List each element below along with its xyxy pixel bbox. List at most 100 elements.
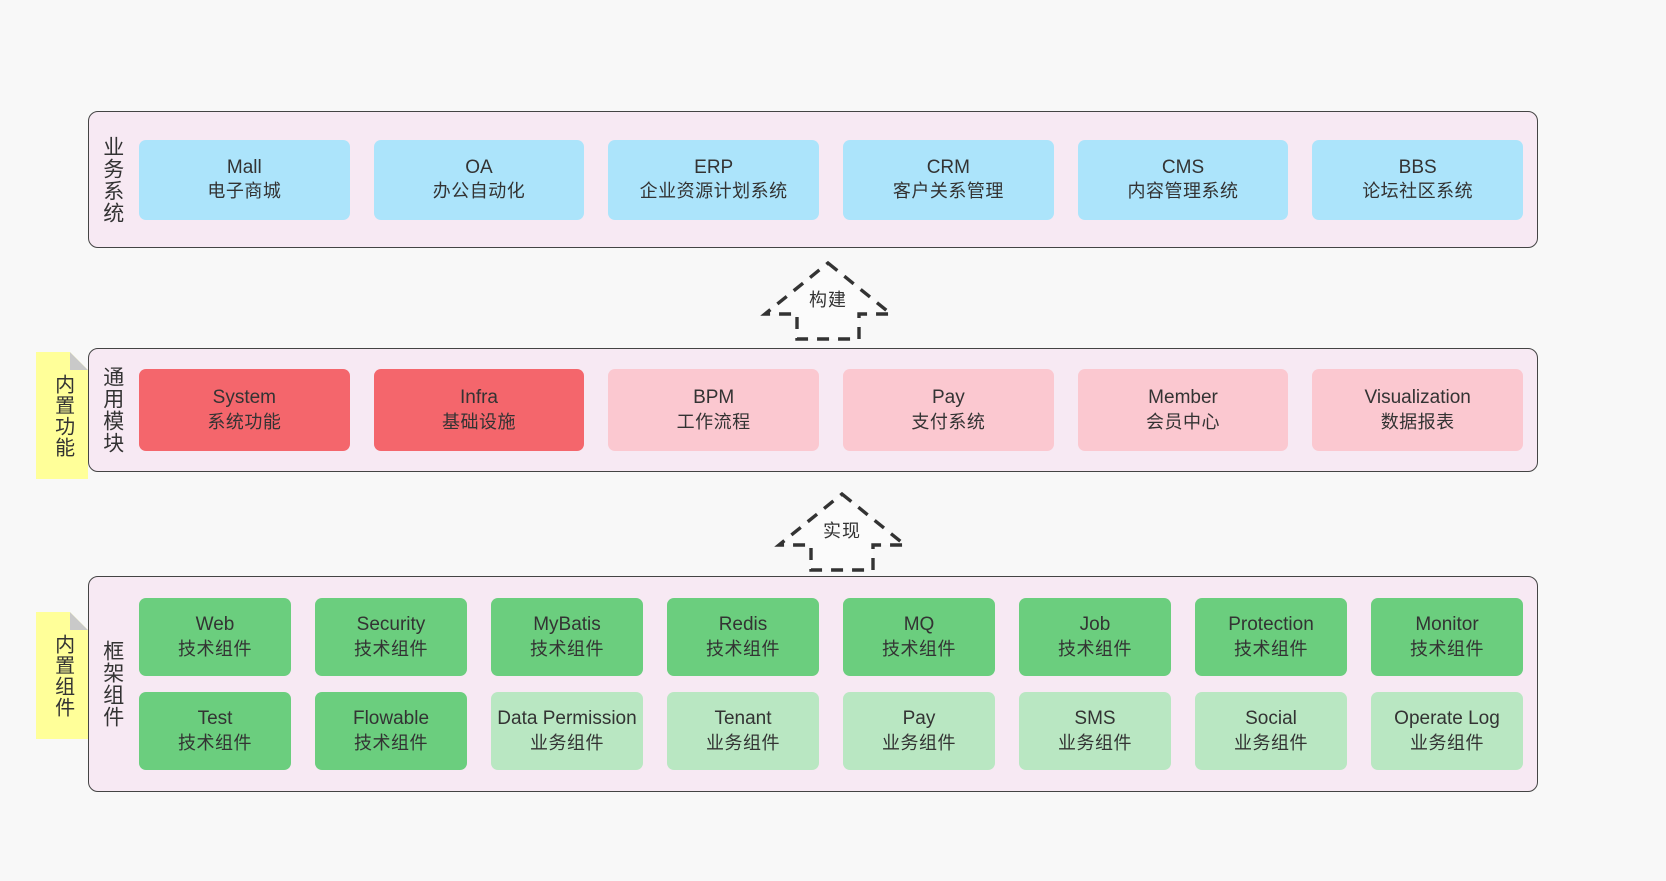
- card-subtitle: 技术组件: [354, 732, 428, 753]
- card-subtitle: 技术组件: [706, 638, 780, 659]
- card-subtitle: 业务组件: [882, 732, 956, 753]
- card-subtitle: 业务组件: [1234, 732, 1308, 753]
- card-title: Infra: [459, 387, 499, 409]
- card-subtitle: 支付系统: [911, 411, 986, 432]
- card-title: ERP: [694, 156, 734, 178]
- card-subtitle: 基础设施: [442, 411, 516, 432]
- card-subtitle: 业务组件: [706, 732, 780, 753]
- card-subtitle: 会员中心: [1146, 411, 1221, 432]
- card-subtitle: 技术组件: [530, 638, 604, 659]
- card-subtitle: 技术组件: [1058, 638, 1132, 659]
- card-title: Mall: [226, 156, 262, 178]
- builtin-component-sticky-label: 内置组件: [51, 633, 74, 718]
- sticky-fold-icon: [70, 612, 88, 630]
- business-system-layer-body: Mall 电子商城 OA 办公自动化 ERP 企业资源计划系统 CRM 客户关系管理 CMS 内容…: [135, 112, 1537, 247]
- framework-components-layer-title: 框架组件: [100, 640, 124, 728]
- builtin-function-sticky-note: 内置功能: [36, 352, 88, 479]
- card-title: SMS: [1074, 708, 1116, 730]
- card-title: BPM: [693, 387, 735, 409]
- card-subtitle: 业务组件: [1058, 732, 1132, 753]
- business-card-mall[interactable]: Mall 电子商城: [139, 139, 350, 220]
- card-title: System: [212, 387, 277, 409]
- implement-arrow: 实现: [772, 489, 912, 575]
- sticky-fold-icon: [70, 352, 88, 370]
- build-arrow-label: 构建: [809, 290, 847, 310]
- business-system-layer-title: 业务系统: [100, 135, 124, 224]
- card-title: Tenant: [714, 708, 772, 730]
- build-arrow: 构建: [758, 258, 898, 344]
- business-card-cms[interactable]: CMS 内容管理系统: [1077, 139, 1289, 220]
- business-card-crm[interactable]: CRM 客户关系管理: [843, 139, 1054, 220]
- card-title: Security: [356, 614, 426, 636]
- card-subtitle: 技术组件: [882, 638, 956, 659]
- card-subtitle: 电子商城: [207, 181, 282, 202]
- card-subtitle: 数据报表: [1380, 411, 1455, 432]
- card-title: MQ: [903, 614, 935, 636]
- implement-arrow-label: 实现: [823, 521, 861, 541]
- card-title: Data Permission: [497, 708, 637, 730]
- common-modules-layer-title: 通用模块: [100, 366, 124, 454]
- card-title: Visualization: [1364, 387, 1471, 409]
- card-subtitle: 业务组件: [1410, 732, 1484, 753]
- card-subtitle: 技术组件: [354, 638, 428, 659]
- card-subtitle: 内容管理系统: [1127, 181, 1239, 202]
- card-subtitle: 技术组件: [1410, 638, 1484, 659]
- card-subtitle: 企业资源计划系统: [639, 181, 788, 202]
- card-title: CRM: [926, 156, 970, 178]
- card-title: Protection: [1228, 614, 1314, 636]
- card-subtitle: 办公自动化: [432, 181, 526, 202]
- card-title: CMS: [1161, 156, 1205, 178]
- builtin-component-sticky-note: 内置组件: [36, 612, 88, 739]
- card-title: MyBatis: [533, 614, 601, 636]
- card-subtitle: 系统功能: [207, 411, 282, 432]
- card-subtitle: 客户关系管理: [892, 181, 1004, 202]
- card-subtitle: 技术组件: [178, 732, 252, 753]
- card-title: OA: [465, 156, 493, 178]
- business-system-layer: 业务系统 Mall 电子商城 OA 办公自动化 ERP 企业资源计划系统 CRM 客户关系管理…: [88, 111, 1538, 248]
- card-title: Monitor: [1415, 614, 1479, 636]
- card-subtitle: 业务组件: [530, 732, 604, 753]
- card-title: Flowable: [352, 708, 430, 730]
- card-title: Web: [195, 614, 235, 636]
- card-title: Pay: [902, 708, 936, 730]
- card-title: Job: [1079, 614, 1111, 636]
- card-title: Member: [1148, 387, 1218, 409]
- business-card-oa[interactable]: OA 办公自动化: [373, 139, 585, 220]
- business-card-erp[interactable]: ERP 企业资源计划系统: [608, 139, 820, 220]
- card-subtitle: 工作流程: [676, 411, 751, 432]
- implement-arrow-shape: [774, 491, 910, 572]
- card-subtitle: 论坛社区系统: [1362, 181, 1474, 202]
- card-title: Operate Log: [1394, 708, 1500, 730]
